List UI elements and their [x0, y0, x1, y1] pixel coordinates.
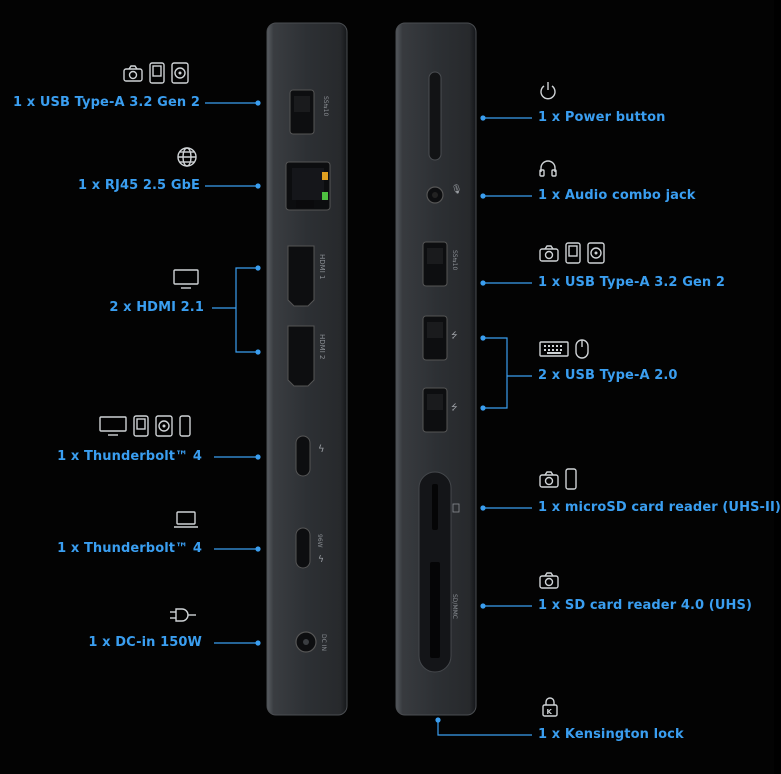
right-port-6-icons [538, 570, 560, 590]
svg-text:ϟ: ϟ [318, 444, 325, 455]
left-port-6-label: 1 x DC-in 150W [88, 635, 202, 650]
phone-icon [149, 62, 165, 84]
right-port-1-icons [538, 80, 558, 102]
dock-left-side: SS⇆10 HDMI 1 HDMI 2 ϟ 96W ϟ [266, 22, 348, 716]
svg-text:DC IN: DC IN [320, 634, 327, 651]
svg-text:HDMI 2: HDMI 2 [318, 334, 326, 359]
left-port-4-label: 1 x Thunderbolt™ 4 [57, 449, 202, 464]
thunderbolt-port-2 [295, 527, 311, 569]
camera-icon [123, 65, 143, 82]
right-port-5-label: 1 x microSD card reader (UHS-II) [538, 500, 781, 515]
usb2-port-2 [422, 387, 448, 433]
right-port-1-label: 1 x Power button [538, 110, 666, 125]
left-port-3-icons [172, 268, 200, 290]
lock-icon: K [542, 697, 558, 717]
svg-text:⭍: ⭍ [451, 331, 458, 340]
left-port-6-icons [168, 605, 198, 625]
hdmi-port-2 [287, 325, 315, 387]
right-port-2-label: 1 x Audio combo jack [538, 188, 696, 203]
rj45-port [285, 161, 331, 211]
svg-text:SS⇆10: SS⇆10 [322, 96, 329, 116]
drive-icon [171, 62, 189, 84]
card-reader-bay [418, 471, 452, 673]
thunderbolt-port-1 [295, 435, 311, 477]
keyboard-icon [539, 341, 569, 357]
usb-a-port-right [422, 241, 448, 287]
hdmi-port-1 [287, 245, 315, 307]
left-port-3-label: 2 x HDMI 2.1 [109, 300, 204, 315]
usb-a-port-left [289, 89, 315, 135]
svg-text:⭍: ⭍ [451, 403, 458, 412]
svg-text:ϟ: ϟ [318, 555, 324, 565]
phone-icon [133, 415, 149, 437]
right-port-4-icons [538, 338, 590, 360]
monitor-icon [99, 416, 127, 436]
globe-icon [177, 147, 197, 167]
right-port-7-icons: K [540, 696, 560, 718]
left-port-2-label: 1 x RJ45 2.5 GbE [78, 178, 200, 193]
drive-icon [587, 242, 605, 264]
left-port-5-label: 1 x Thunderbolt™ 4 [57, 541, 202, 556]
left-port-2-icons [176, 146, 198, 168]
power-icon [540, 82, 556, 100]
smartphone-icon [179, 415, 191, 437]
left-port-4-icons [98, 415, 192, 437]
svg-text:SD/MMC: SD/MMC [451, 594, 458, 619]
mouse-icon [575, 339, 589, 359]
usb2-port-1 [422, 315, 448, 361]
svg-text:96W: 96W [316, 534, 323, 548]
phone-icon [565, 242, 581, 264]
right-port-2-icons [538, 158, 558, 178]
camera-icon [539, 471, 559, 488]
right-port-7-label: 1 x Kensington lock [538, 727, 684, 742]
drive-icon [155, 415, 173, 437]
audio-jack [426, 186, 444, 204]
left-port-1-icons [122, 62, 190, 84]
dock-right-side: 🎙 SS⇆10 ⭍ ⭍ SD/MMC [395, 22, 477, 716]
left-port-5-icons [172, 510, 200, 530]
smartphone-icon [565, 468, 577, 490]
right-port-6-label: 1 x SD card reader 4.0 (UHS) [538, 598, 752, 613]
power-plug-icon [170, 608, 196, 622]
svg-text:HDMI 1: HDMI 1 [318, 254, 326, 279]
svg-text:🎙: 🎙 [451, 184, 462, 195]
right-port-4-label: 2 x USB Type-A 2.0 [538, 368, 678, 383]
monitor-icon [173, 269, 199, 289]
right-port-5-icons [538, 468, 578, 490]
svg-text:K: K [547, 708, 553, 716]
right-port-3-label: 1 x USB Type-A 3.2 Gen 2 [538, 275, 726, 290]
left-port-1-label: 1 x USB Type-A 3.2 Gen 2 [12, 95, 200, 110]
svg-text:SS⇆10: SS⇆10 [451, 250, 458, 270]
power-button-slot [428, 71, 442, 161]
headphones-icon [539, 160, 557, 177]
camera-icon [539, 572, 559, 589]
laptop-icon [174, 511, 198, 528]
dc-in-port [295, 631, 317, 653]
camera-icon [539, 245, 559, 262]
right-port-3-icons [538, 242, 606, 264]
